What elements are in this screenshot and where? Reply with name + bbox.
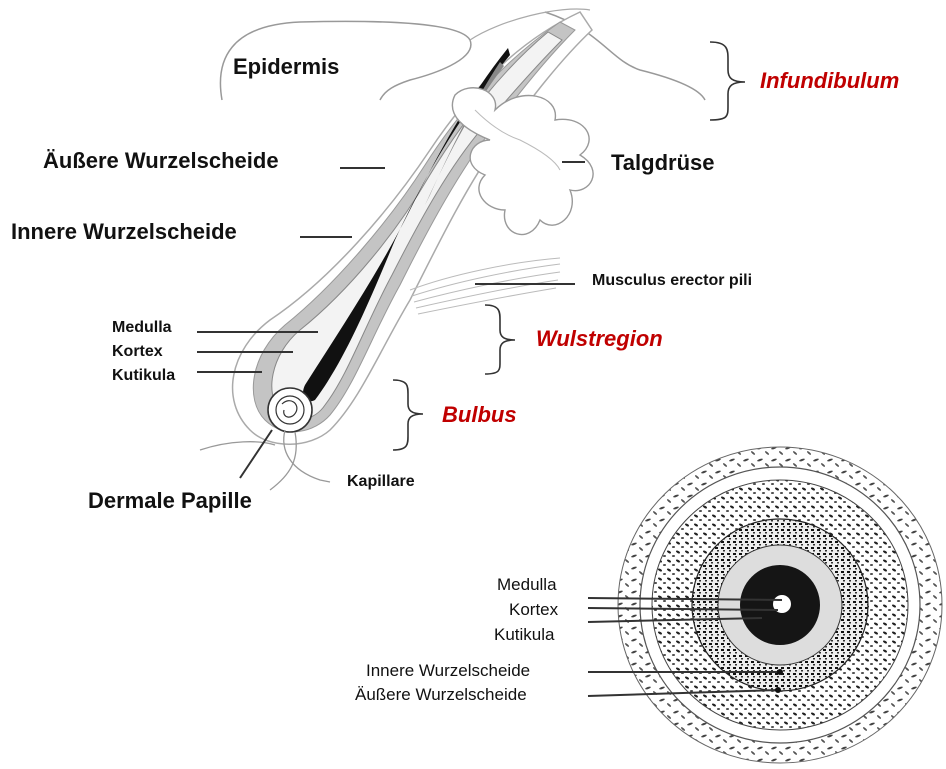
label-infundibulum: Infundibulum [760,70,899,92]
label-medulla: Medulla [112,320,172,336]
label-bulb: Bulbus [442,404,517,426]
region-braces [393,42,745,450]
label-capillary: Kapillare [347,474,415,490]
cross-section [618,447,942,763]
label-epidermis: Epidermis [233,56,339,78]
label-arrector-pili: Musculus erector pili [592,273,752,289]
label-sebaceous-gland: Talgdrüse [611,152,715,174]
label-cuticle: Kutikula [112,368,175,384]
cross-label-cuticle: Kutikula [494,626,554,643]
cross-label-medulla: Medulla [497,576,557,593]
cross-label-outer-root-sheath: Äußere Wurzelscheide [355,686,527,703]
label-outer-root-sheath: Äußere Wurzelscheide [43,150,279,172]
brace-bulbus [393,380,423,450]
label-dermal-papilla: Dermale Papille [88,490,252,512]
label-bulge-region: Wulstregion [536,328,663,350]
label-cortex: Kortex [112,344,163,360]
bulb-circle [268,388,312,432]
brace-infundibulum [710,42,745,120]
label-inner-root-sheath: Innere Wurzelscheide [11,221,237,243]
cross-label-cortex: Kortex [509,601,558,618]
cross-label-inner-root-sheath: Innere Wurzelscheide [366,662,530,679]
brace-wulstregion [485,305,515,374]
